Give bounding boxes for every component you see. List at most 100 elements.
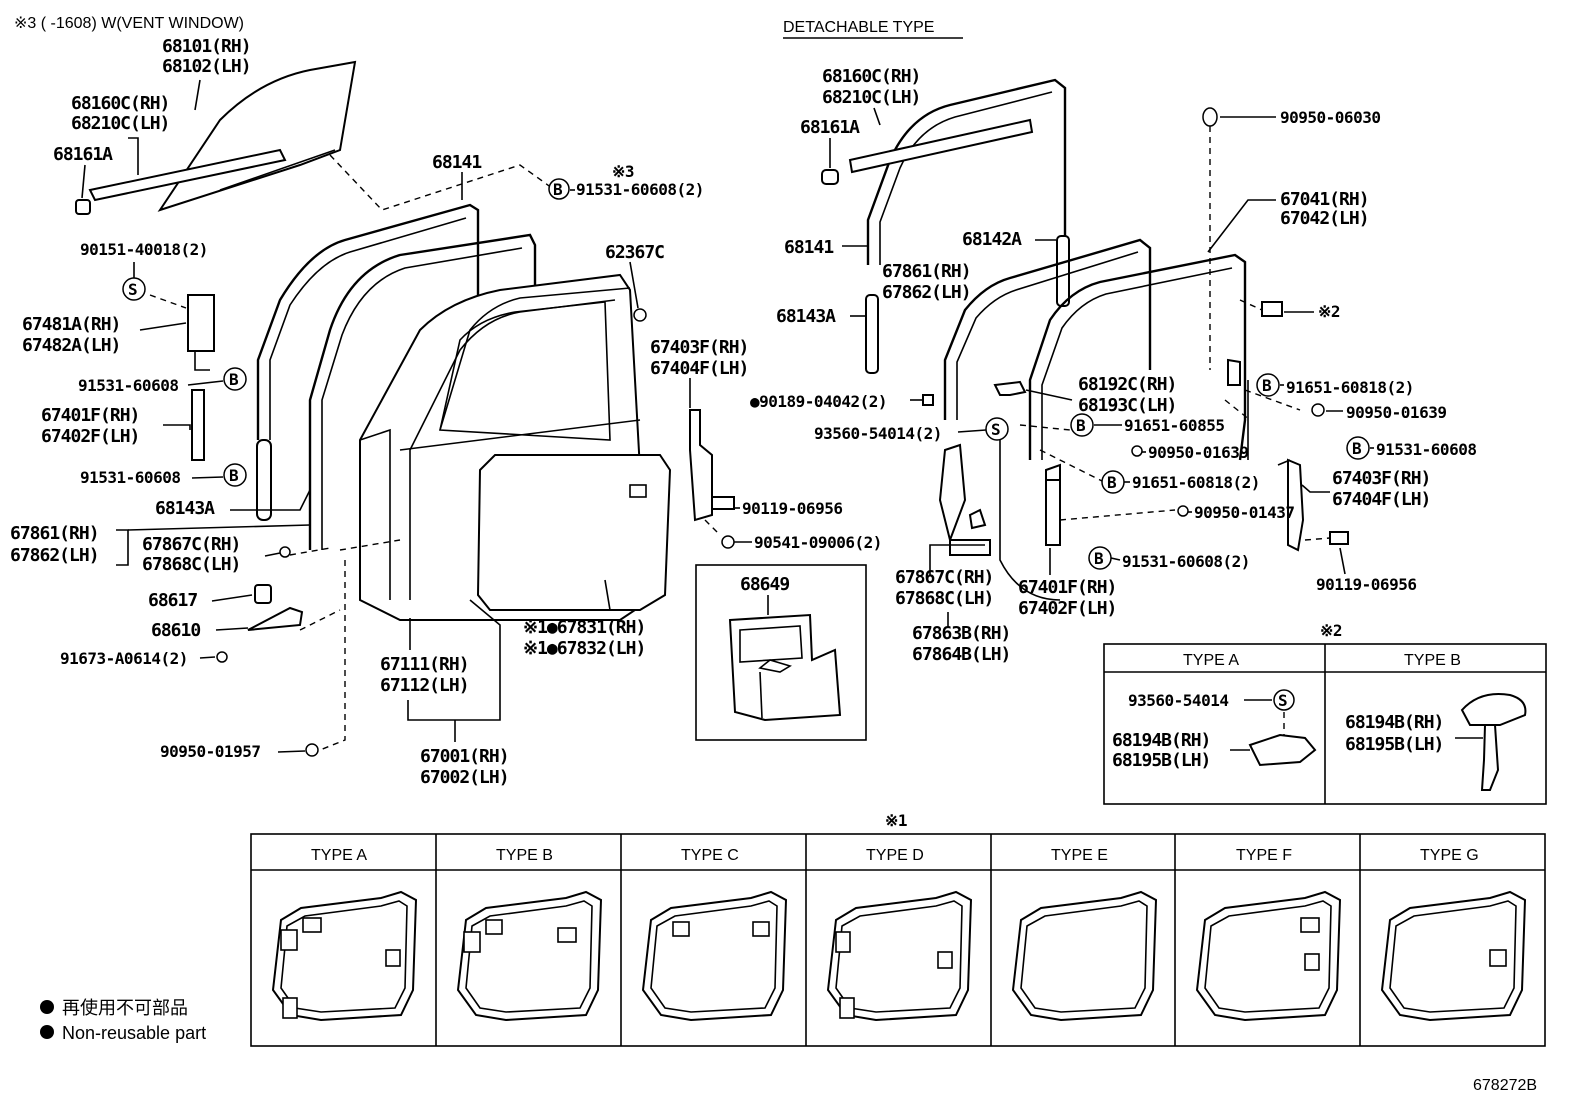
svg-text:※1●67831(RH): ※1●67831(RH) <box>523 617 645 638</box>
trim-panels <box>271 890 1527 1022</box>
svg-text:91651-60818(2): 91651-60818(2) <box>1286 378 1414 397</box>
svg-text:※1●67832(LH): ※1●67832(LH) <box>523 638 645 659</box>
svg-text:91531-60608(2): 91531-60608(2) <box>576 180 704 199</box>
svg-text:TYPE D: TYPE D <box>866 847 924 864</box>
svg-text:90950-01957: 90950-01957 <box>160 742 260 761</box>
svg-text:67863B(RH): 67863B(RH) <box>912 623 1010 644</box>
legend-jp: 再使用不可部品 <box>62 998 188 1018</box>
trim-panel-hole <box>302 917 322 933</box>
trim-panel-hole <box>672 921 690 937</box>
run-channel-67401f <box>191 389 205 461</box>
trim-panel-hole <box>280 929 298 951</box>
svg-text:S: S <box>128 280 137 299</box>
svg-text:67867C(RH): 67867C(RH) <box>142 534 240 555</box>
svg-text:68142A: 68142A <box>962 229 1022 250</box>
trim-panel-hole <box>752 921 770 937</box>
svg-text:68610: 68610 <box>151 620 200 641</box>
svg-text:90541-09006(2): 90541-09006(2) <box>754 533 882 552</box>
svg-text:67868C(LH): 67868C(LH) <box>142 554 240 575</box>
hole-cover-67831 <box>476 454 672 611</box>
door-seal-67861 <box>308 233 537 551</box>
svg-text:91531-60608: 91531-60608 <box>78 376 178 395</box>
division-bar-68142a <box>1056 235 1070 307</box>
svg-text:S: S <box>1278 691 1287 710</box>
trim-panel-hole <box>937 951 953 969</box>
trim-panel-hole <box>485 919 503 935</box>
svg-text:67401F(RH): 67401F(RH) <box>1018 577 1116 598</box>
left-door-assembly <box>75 60 735 757</box>
svg-text:90151-40018(2): 90151-40018(2) <box>80 240 208 259</box>
svg-text:91531-60608(2): 91531-60608(2) <box>1122 552 1250 571</box>
svg-text:67481A(RH): 67481A(RH) <box>22 314 120 335</box>
svg-text:TYPE C: TYPE C <box>681 847 739 864</box>
svg-text:TYPE A: TYPE A <box>311 847 367 864</box>
vent-window-note: ※3 ( -1608) W(VENT WINDOW) <box>14 15 244 32</box>
trim-panel-hole <box>385 949 401 967</box>
vent-window-glass <box>157 60 357 212</box>
svg-text:67402F(LH): 67402F(LH) <box>1018 598 1116 619</box>
svg-text:S: S <box>991 420 1000 439</box>
trim-panel-edge-5 <box>1020 900 1148 1013</box>
storage-pocket-68649 <box>728 595 842 722</box>
symbol-b-right-1 <box>1070 413 1094 437</box>
svg-text:B: B <box>1076 416 1086 435</box>
svg-text:91673-A0614(2): 91673-A0614(2) <box>60 649 188 668</box>
svg-text:B: B <box>229 370 239 389</box>
svg-text:※2: ※2 <box>1318 302 1340 321</box>
trim-panel-edge-3 <box>650 900 778 1013</box>
trim-panel-7 <box>1380 890 1527 1022</box>
svg-text:TYPE B: TYPE B <box>496 847 553 864</box>
svg-text:67403F(RH): 67403F(RH) <box>650 337 748 358</box>
svg-text:67861(RH): 67861(RH) <box>10 523 99 544</box>
symbol-b-top <box>548 178 570 200</box>
svg-text:62367C: 62367C <box>605 242 664 263</box>
svg-text:68617: 68617 <box>148 590 197 611</box>
trim-panel-edge-7 <box>1389 900 1517 1013</box>
svg-text:B: B <box>1352 439 1362 458</box>
trim-panel-hole <box>839 997 855 1019</box>
svg-text:91651-60818(2): 91651-60818(2) <box>1132 473 1260 492</box>
svg-text:67404F(LH): 67404F(LH) <box>650 358 748 379</box>
frame-67041 <box>1028 253 1247 461</box>
svg-text:※3: ※3 <box>612 162 634 181</box>
svg-text:68649: 68649 <box>740 574 789 595</box>
svg-text:67862(LH): 67862(LH) <box>882 282 971 303</box>
vent-channel <box>88 148 287 202</box>
svg-text:B: B <box>1094 549 1104 568</box>
svg-text:90950-01437: 90950-01437 <box>1194 503 1294 522</box>
trim-panel-edge-2 <box>465 900 593 1013</box>
svg-text:90119-06956: 90119-06956 <box>742 499 842 518</box>
svg-text:68194B(RH): 68194B(RH) <box>1112 730 1210 751</box>
seal-67861-r <box>943 238 1152 420</box>
type-box-1: ※1 TYPE A TYPE B TYPE C TYPE D TYPE E TY… <box>250 811 1546 1047</box>
svg-text:TYPE F: TYPE F <box>1236 847 1292 864</box>
svg-text:67403F(RH): 67403F(RH) <box>1332 468 1430 489</box>
svg-text:67404F(LH): 67404F(LH) <box>1332 489 1430 510</box>
svg-text:93560-54014(2): 93560-54014(2) <box>814 424 942 443</box>
svg-text:68101(RH): 68101(RH) <box>162 36 251 57</box>
box-68649 <box>695 564 867 741</box>
svg-text:91531-60608: 91531-60608 <box>80 468 180 487</box>
svg-text:B: B <box>1107 473 1117 492</box>
legend-dot-jp <box>40 1000 54 1014</box>
svg-text:67041(RH): 67041(RH) <box>1280 189 1369 210</box>
svg-text:67482A(LH): 67482A(LH) <box>22 335 120 356</box>
symbol-b-right-5 <box>1346 436 1370 460</box>
svg-text:67864B(LH): 67864B(LH) <box>912 644 1010 665</box>
svg-text:68193C(LH): 68193C(LH) <box>1078 395 1176 416</box>
trim-panel-hole <box>1489 949 1507 967</box>
svg-text:TYPE E: TYPE E <box>1051 847 1108 864</box>
svg-text:90119-06956: 90119-06956 <box>1316 575 1416 594</box>
svg-text:68195B(LH): 68195B(LH) <box>1112 750 1210 771</box>
svg-text:67862(LH): 67862(LH) <box>10 545 99 566</box>
svg-text:67111(RH): 67111(RH) <box>380 654 469 675</box>
division-bar-68143a-r <box>865 294 879 374</box>
symbol-b-left-2 <box>223 463 247 487</box>
vent-clip-68161a <box>75 199 91 215</box>
bracket-67481a <box>187 294 215 352</box>
svg-text:68195B(LH): 68195B(LH) <box>1345 734 1443 755</box>
symbol-b-right-4 <box>1256 373 1280 397</box>
svg-text:67868C(LH): 67868C(LH) <box>895 588 993 609</box>
trim-panel-hole <box>557 927 577 943</box>
